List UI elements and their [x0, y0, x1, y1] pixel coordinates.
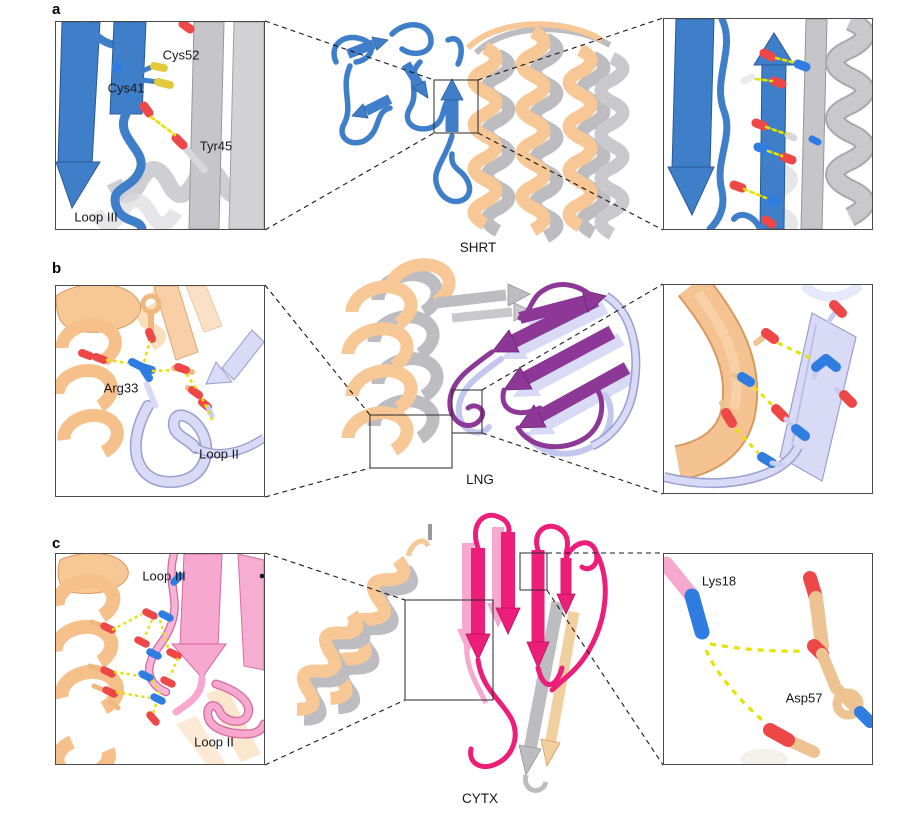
inset-a-left: Cys52 Cys41 Tyr45 Loop III [55, 21, 265, 230]
panel-letter-a: a [52, 1, 61, 18]
residue-label-asp57: Asp57 [785, 690, 823, 706]
hbonds-c-right [704, 642, 803, 722]
inset-c-left: Loop III Loop II [55, 553, 265, 765]
connector-lines [264, 17, 664, 766]
sticks-b-right [719, 300, 857, 468]
inset-b-right [663, 284, 873, 494]
inset-b-right-art [664, 285, 864, 489]
hbonds-b-right [734, 341, 813, 455]
lavender-domain-b [455, 300, 640, 457]
arg33-sticks [78, 293, 215, 419]
residue-label-cys41: Cys41 [107, 80, 145, 96]
hbonds-c-left [111, 612, 180, 715]
residue-label-lys18: Lys18 [701, 573, 737, 589]
residue-sticks-a-left [111, 22, 208, 174]
loop2-label-c: Loop II [194, 734, 234, 750]
structure-label-cytx: CYTX [461, 791, 499, 806]
structure-a-center [331, 21, 630, 243]
structure-b-center [341, 258, 641, 469]
inset-b-left-art [56, 286, 264, 489]
hbond-pairs-a-right [729, 48, 822, 229]
inset-a-right-art [667, 19, 872, 229]
panel-letter-c: c [52, 535, 61, 552]
hbonds-b-left [105, 340, 214, 421]
zoom-box-c-right [519, 552, 548, 591]
loop-label-b: Loop II [199, 446, 239, 462]
residue-label-arg33: Arg33 [103, 380, 139, 396]
inset-c-right: Lys18 Asp57 [663, 553, 873, 765]
inset-b-left: Arg33 Loop II [55, 285, 265, 497]
inset-c-left-art [56, 554, 264, 764]
loop3-label-c: Loop III [142, 568, 186, 584]
orange-helices-a [467, 26, 598, 236]
inset-a-right [663, 18, 873, 230]
helix-c-2 [296, 610, 371, 726]
panel-letter-b: b [52, 260, 62, 277]
dot-artifact [259, 573, 264, 579]
residue-label-cys52: Cys52 [162, 47, 200, 63]
magenta-domain-c [465, 512, 608, 770]
zoom-box-a [433, 79, 479, 134]
loop-label-a: Loop III [74, 209, 118, 225]
residue-label-tyr45: Tyr45 [199, 138, 233, 154]
inset-c-right-art [664, 556, 872, 764]
blue-strands-a [346, 36, 464, 132]
zoom-box-c-left [404, 599, 494, 701]
structure-label-shrt: SHRT [459, 240, 497, 255]
sticks-c-left [87, 572, 184, 726]
structure-c-center [296, 512, 608, 793]
zoom-box-b-right [451, 389, 483, 434]
structure-label-lng: LNG [466, 472, 494, 487]
orange-helices-b [341, 258, 456, 456]
sticks-c-right [664, 556, 872, 758]
inset-a-left-art [56, 22, 264, 229]
zoom-box-b-left [369, 414, 453, 469]
purple-domain-b [447, 282, 631, 450]
